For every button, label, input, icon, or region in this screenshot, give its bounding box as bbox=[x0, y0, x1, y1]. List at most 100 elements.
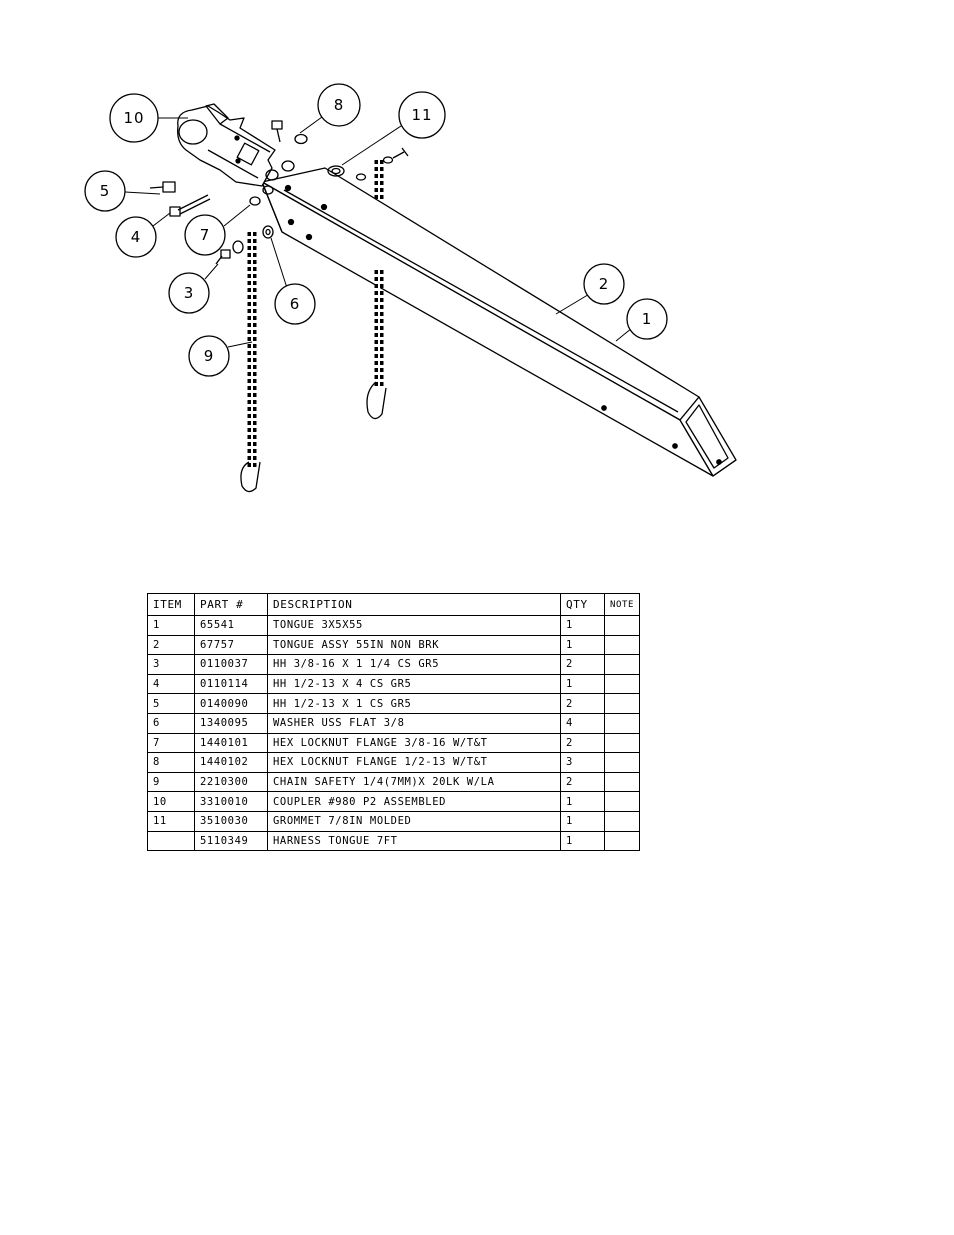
cell-note bbox=[603, 673, 641, 695]
cell-qty: 1 bbox=[560, 673, 605, 695]
callout-balloon-9: 9 bbox=[188, 335, 230, 377]
table-row: 3 0110037 HH 3/8-16 X 1 1/4 CS GR5 2 bbox=[147, 654, 641, 675]
cell-item: 1 bbox=[147, 615, 195, 636]
callout-balloon-7: 7 bbox=[184, 214, 226, 256]
table-row: 11 3510030 GROMMET 7/8IN MOLDED 1 bbox=[147, 810, 641, 832]
cell-item: 9 bbox=[147, 771, 195, 793]
cell-item: 10 bbox=[147, 791, 195, 812]
cell-part: 1440102 bbox=[194, 752, 268, 773]
cell-description: HEX LOCKNUT FLANGE 3/8-16 W/T&T bbox=[267, 732, 561, 754]
table-row: 2 67757 TONGUE ASSY 55IN NON BRK 1 bbox=[147, 634, 641, 656]
cell-description: HH 1/2-13 X 4 CS GR5 bbox=[267, 673, 561, 695]
cell-qty: 1 bbox=[560, 634, 605, 656]
hardware bbox=[149, 120, 409, 265]
cell-item: 2 bbox=[147, 634, 195, 656]
col-header-item: ITEM bbox=[147, 593, 195, 616]
cell-item bbox=[147, 830, 195, 852]
cell-qty: 1 bbox=[560, 791, 605, 812]
cell-item: 11 bbox=[147, 810, 195, 832]
cell-description: CHAIN SAFETY 1/4(7MM)X 20LK W/LA bbox=[267, 771, 561, 793]
cell-part: 67757 bbox=[194, 634, 268, 656]
callout-balloon-2: 2 bbox=[583, 263, 625, 305]
table-row: 4 0110114 HH 1/2-13 X 4 CS GR5 1 bbox=[147, 673, 641, 695]
table-row: 5 0140090 HH 1/2-13 X 1 CS GR5 2 bbox=[147, 693, 641, 714]
exploded-assembly-drawing: 10 8 11 5 4 7 3 6 9 2 1 bbox=[84, 83, 737, 493]
cell-part: 65541 bbox=[194, 615, 268, 636]
callout-balloon-11: 11 bbox=[398, 91, 446, 139]
cell-part: 2210300 bbox=[194, 771, 268, 793]
cell-note bbox=[603, 810, 641, 832]
cell-qty: 2 bbox=[560, 654, 605, 675]
table-row: 8 1440102 HEX LOCKNUT FLANGE 1/2-13 W/T&… bbox=[147, 752, 641, 773]
cell-part: 3310010 bbox=[194, 791, 268, 812]
cell-description: WASHER USS FLAT 3/8 bbox=[267, 712, 561, 734]
callout-balloon-3: 3 bbox=[168, 272, 210, 314]
cell-part: 5110349 bbox=[194, 830, 268, 852]
cell-part: 1340095 bbox=[194, 712, 268, 734]
cell-item: 5 bbox=[147, 693, 195, 714]
cell-part: 0140090 bbox=[194, 693, 268, 714]
svg-text:6: 6 bbox=[290, 295, 301, 313]
cell-note bbox=[603, 634, 641, 656]
cell-note bbox=[603, 752, 641, 773]
cell-qty: 2 bbox=[560, 693, 605, 714]
svg-text:8: 8 bbox=[334, 96, 345, 114]
cell-note bbox=[603, 732, 641, 754]
cell-part: 3510030 bbox=[194, 810, 268, 832]
table-row: 6 1340095 WASHER USS FLAT 3/8 4 bbox=[147, 712, 641, 734]
cell-part: 0110037 bbox=[194, 654, 268, 675]
safety-chain-left bbox=[240, 232, 261, 493]
col-header-description: DESCRIPTION bbox=[267, 593, 561, 616]
cell-note bbox=[603, 771, 641, 793]
svg-text:2: 2 bbox=[599, 275, 610, 293]
cell-note bbox=[603, 712, 641, 734]
leader-lines bbox=[124, 116, 633, 348]
table-row: 5110349 HARNESS TONGUE 7FT 1 bbox=[147, 830, 641, 852]
table-row: 10 3310010 COUPLER #980 P2 ASSEMBLED 1 bbox=[147, 791, 641, 812]
cell-note bbox=[603, 830, 641, 852]
table-row: 1 65541 TONGUE 3X5X55 1 bbox=[147, 615, 641, 636]
svg-text:9: 9 bbox=[204, 347, 215, 365]
svg-text:4: 4 bbox=[131, 228, 142, 246]
cell-description: TONGUE 3X5X55 bbox=[267, 615, 561, 636]
cell-part: 1440101 bbox=[194, 732, 268, 754]
cell-description: HH 3/8-16 X 1 1/4 CS GR5 bbox=[267, 654, 561, 675]
cell-item: 7 bbox=[147, 732, 195, 754]
svg-text:5: 5 bbox=[100, 182, 111, 200]
cell-qty: 4 bbox=[560, 712, 605, 734]
callout-balloon-10: 10 bbox=[109, 93, 159, 143]
bill-of-materials-table: ITEM PART # DESCRIPTION QTY NOTE 1 65541… bbox=[147, 593, 641, 852]
cell-qty: 1 bbox=[560, 830, 605, 852]
cell-item: 4 bbox=[147, 673, 195, 695]
cell-note bbox=[603, 791, 641, 812]
col-header-note: NOTE bbox=[603, 593, 641, 616]
callout-balloon-6: 6 bbox=[274, 283, 316, 325]
svg-text:11: 11 bbox=[411, 106, 432, 124]
svg-text:3: 3 bbox=[184, 284, 195, 302]
coupler bbox=[177, 103, 276, 187]
cell-description: HEX LOCKNUT FLANGE 1/2-13 W/T&T bbox=[267, 752, 561, 773]
cell-description: GROMMET 7/8IN MOLDED bbox=[267, 810, 561, 832]
cell-item: 8 bbox=[147, 752, 195, 773]
bom-header-row: ITEM PART # DESCRIPTION QTY NOTE bbox=[147, 593, 641, 616]
safety-chain-right bbox=[366, 160, 387, 420]
callout-balloon-5: 5 bbox=[84, 170, 126, 212]
tongue-tube bbox=[261, 167, 737, 477]
table-row: 7 1440101 HEX LOCKNUT FLANGE 3/8-16 W/T&… bbox=[147, 732, 641, 754]
callout-balloon-1: 1 bbox=[626, 298, 668, 340]
cell-description: COUPLER #980 P2 ASSEMBLED bbox=[267, 791, 561, 812]
cell-qty: 3 bbox=[560, 752, 605, 773]
callout-balloon-4: 4 bbox=[115, 216, 157, 258]
col-header-qty: QTY bbox=[560, 593, 605, 616]
cell-note bbox=[603, 615, 641, 636]
cell-note bbox=[603, 693, 641, 714]
svg-text:7: 7 bbox=[200, 226, 211, 244]
cell-item: 6 bbox=[147, 712, 195, 734]
cell-item: 3 bbox=[147, 654, 195, 675]
cell-qty: 1 bbox=[560, 810, 605, 832]
cell-qty: 2 bbox=[560, 732, 605, 754]
cell-qty: 2 bbox=[560, 771, 605, 793]
col-header-part: PART # bbox=[194, 593, 268, 616]
cell-description: TONGUE ASSY 55IN NON BRK bbox=[267, 634, 561, 656]
table-row: 9 2210300 CHAIN SAFETY 1/4(7MM)X 20LK W/… bbox=[147, 771, 641, 793]
